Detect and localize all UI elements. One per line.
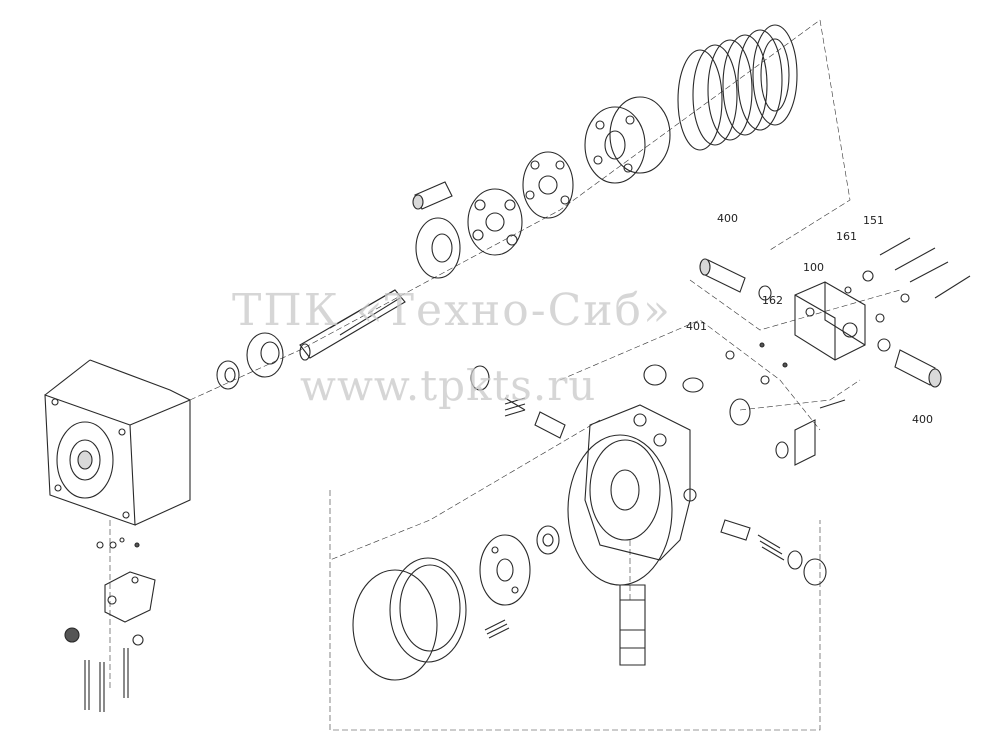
callout-151: 151 (863, 214, 884, 227)
callout-401: 401 (686, 320, 707, 333)
flushing-valve-block (794, 281, 866, 361)
shaft-bearing (246, 332, 284, 378)
assembly-leader-lines (109, 19, 901, 731)
callout-labels: 400 151 161 100 162 401 400 (686, 212, 933, 426)
drive-shaft (299, 289, 406, 361)
spool-spring-plug-set (720, 519, 827, 586)
relief-valve-cartridge (619, 584, 646, 666)
orifice-plug-set (729, 398, 846, 466)
valve-plate (479, 534, 531, 606)
callout-162: 162 (762, 294, 783, 307)
thrust-washer (415, 217, 461, 279)
check-valve-spring-set (470, 365, 566, 439)
watermark-url: www.tpkts.ru (300, 361, 596, 410)
valve-block-small (64, 537, 156, 712)
valve-body (584, 404, 697, 561)
cylinder-block (584, 96, 671, 184)
swash-plate (467, 188, 523, 256)
oil-seal (216, 360, 240, 390)
valve-body-o-ring (567, 434, 673, 586)
relief-valve-400-top (699, 258, 772, 301)
motor-housing (44, 359, 191, 526)
watermark-company: ТПК «Техно-Сиб» (232, 285, 672, 336)
callout-400-bottom: 400 (912, 413, 933, 426)
retainer-plate (522, 151, 574, 219)
block-mounting-bolts (844, 237, 971, 303)
friction-disc-stack (677, 24, 798, 151)
brake-piston (352, 557, 467, 681)
relief-valve-400-bottom (894, 349, 942, 388)
callout-400-top: 400 (717, 212, 738, 225)
callout-100: 100 (803, 261, 824, 274)
callout-161: 161 (836, 230, 857, 243)
rear-bearing (536, 525, 560, 555)
block-o-rings (643, 313, 891, 393)
brake-spring (484, 619, 510, 639)
piston (412, 181, 453, 210)
watermark: ТПК «Техно-Сиб» www.tpkts.ru (232, 285, 672, 410)
